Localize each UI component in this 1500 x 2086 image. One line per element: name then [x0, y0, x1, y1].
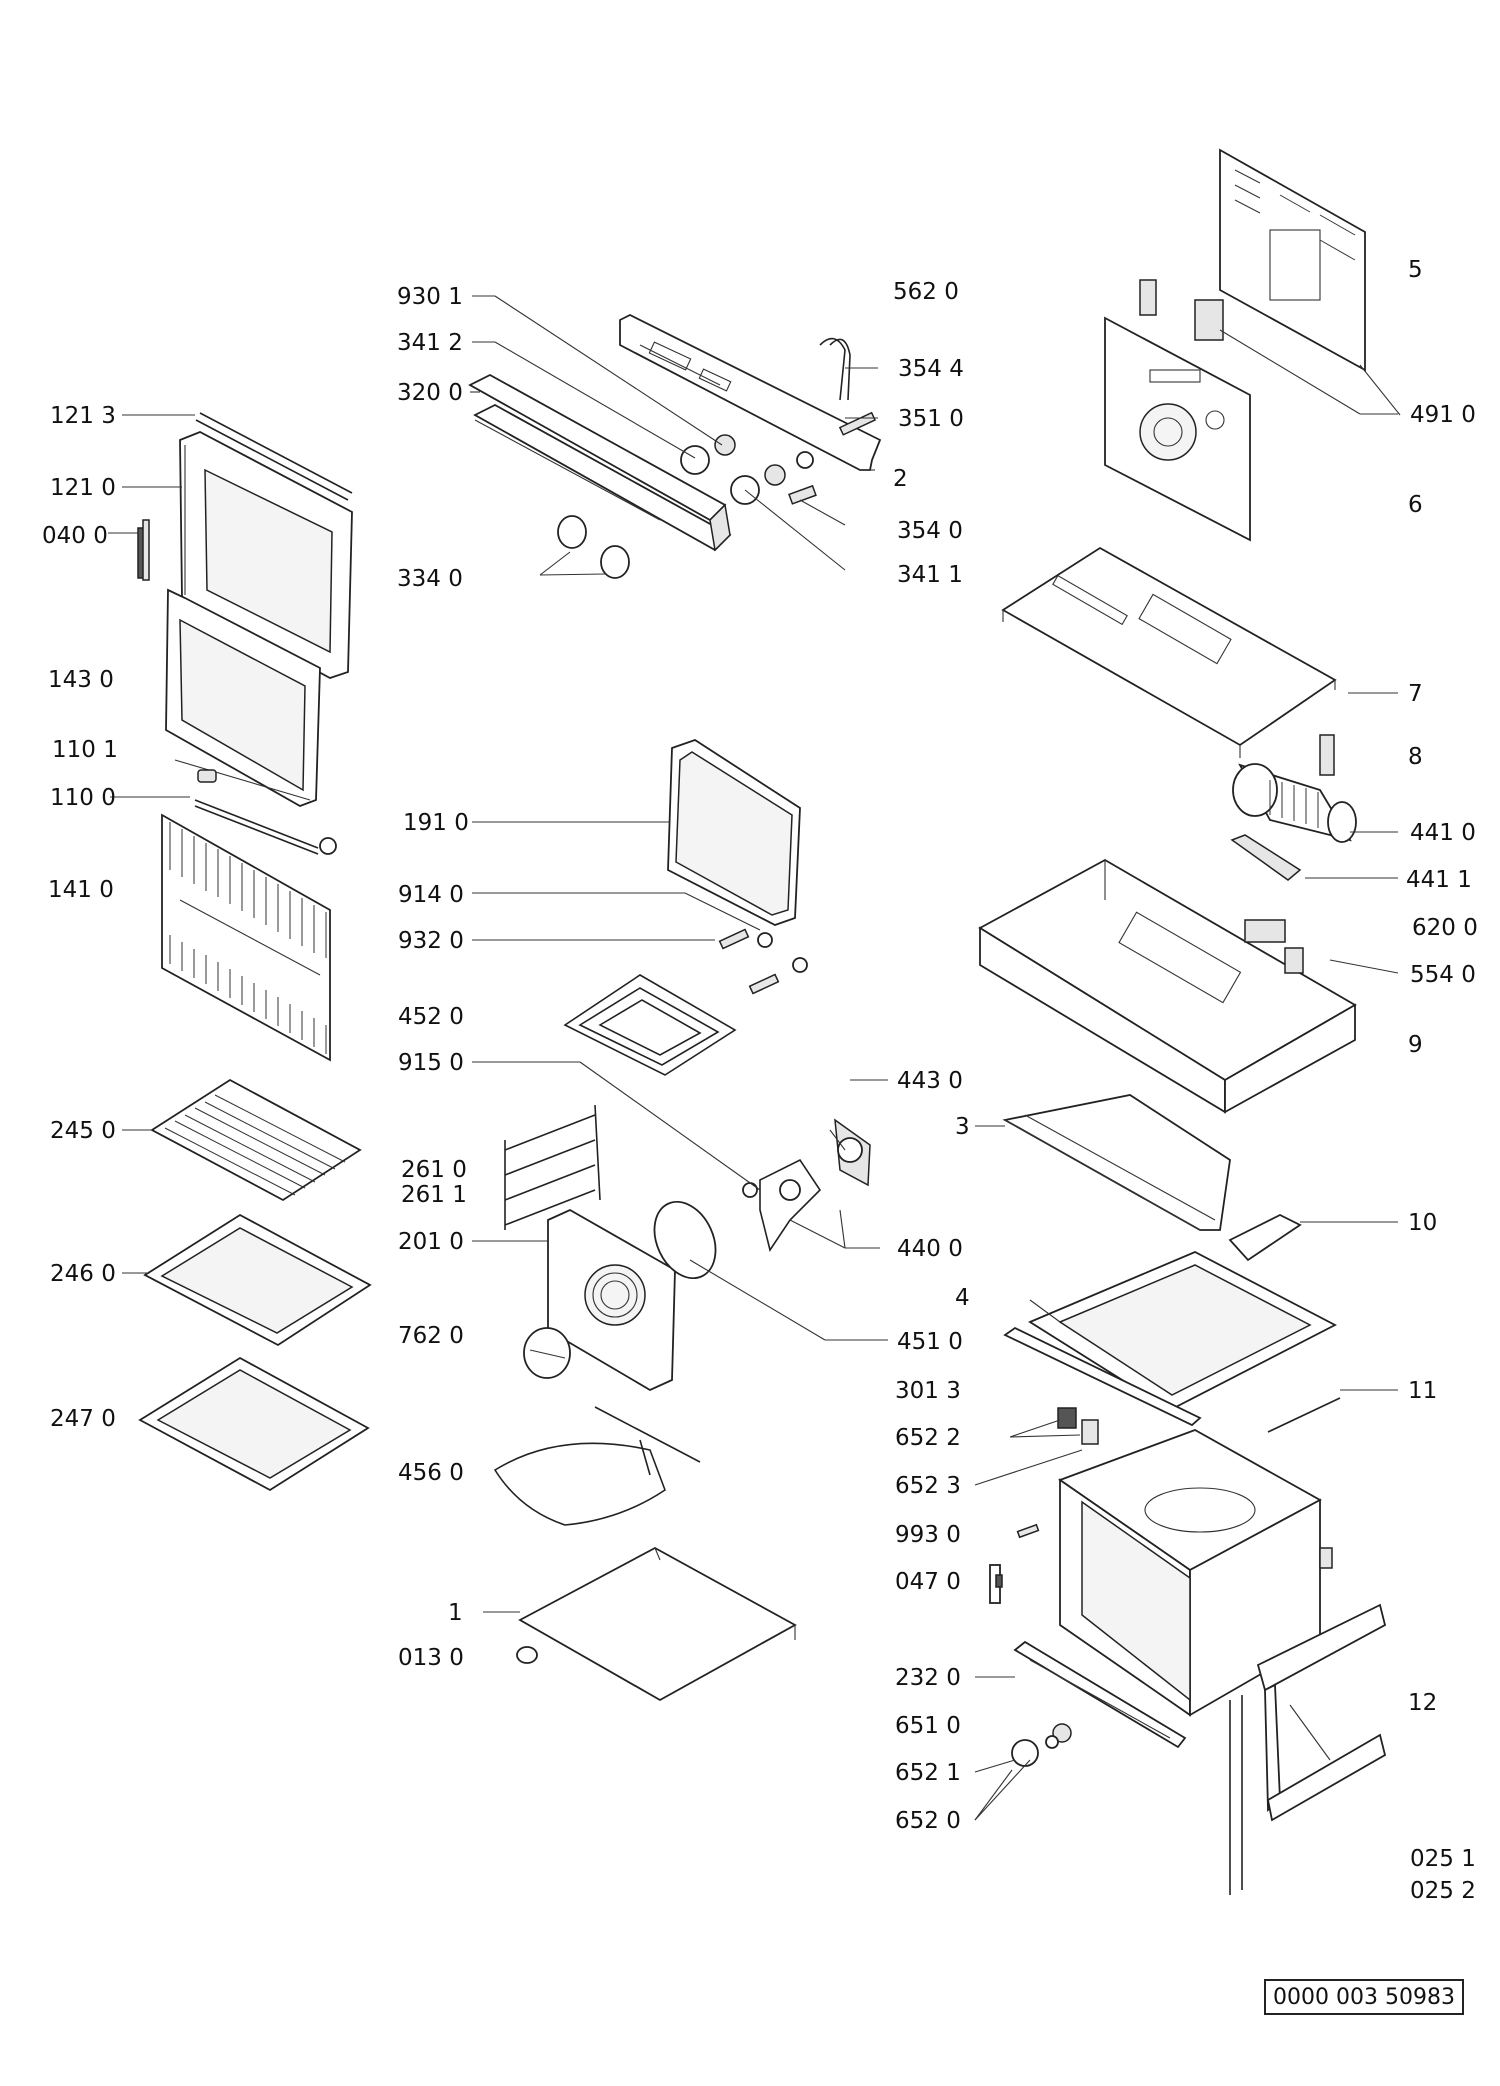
label-6: 6 [1408, 492, 1423, 518]
label-451-0: 451 0 [897, 1329, 963, 1355]
wire-rack-part [150, 1078, 362, 1202]
label-4: 4 [955, 1285, 970, 1311]
label-491-0: 491 0 [1410, 402, 1476, 428]
label-932-0: 932 0 [398, 928, 464, 954]
label-191-0: 191 0 [403, 810, 469, 836]
label-651-0: 651 0 [895, 1713, 961, 1739]
outer-door-glass-part [161, 813, 331, 1062]
label-320-0: 320 0 [397, 380, 463, 406]
small-hardware-part [989, 1523, 1040, 1604]
label-10: 10 [1408, 1210, 1437, 1236]
label-121-3: 121 3 [50, 403, 116, 429]
knob-part [539, 434, 814, 579]
label-013-0: 013 0 [398, 1645, 464, 1671]
label-2: 2 [893, 466, 908, 492]
label-652-0: 652 0 [895, 1808, 961, 1834]
side-rail-part [504, 1104, 601, 1230]
label-261-1: 261 1 [401, 1182, 467, 1208]
label-232-0: 232 0 [895, 1665, 961, 1691]
label-554-0: 554 0 [1410, 962, 1476, 988]
label-121-0: 121 0 [50, 475, 116, 501]
label-334-0: 334 0 [397, 566, 463, 592]
label-341-2: 341 2 [397, 330, 463, 356]
top-cover-part [1001, 546, 1337, 758]
label-652-3: 652 3 [895, 1473, 961, 1499]
back-panel-part [667, 739, 801, 926]
leader-lines [108, 295, 1401, 1821]
label-652-2: 652 2 [895, 1425, 961, 1451]
label-652-1: 652 1 [895, 1760, 961, 1786]
label-025-2: 025 2 [1410, 1878, 1476, 1904]
oven-cavity-part [1058, 1429, 1333, 1717]
rear-panel-part [1104, 316, 1251, 542]
label-247-0: 247 0 [50, 1406, 116, 1432]
label-3: 3 [955, 1114, 970, 1140]
label-452-0: 452 0 [398, 1004, 464, 1030]
fan-cover-part [523, 1208, 676, 1392]
label-261-0: 261 0 [401, 1157, 467, 1183]
label-025-1: 025 1 [1410, 1846, 1476, 1872]
side-frame-part [1229, 1603, 1387, 1895]
label-930-1: 930 1 [397, 284, 463, 310]
label-5: 5 [1408, 257, 1423, 283]
bottom-element-part [493, 1406, 701, 1526]
label-354-0: 354 0 [897, 518, 963, 544]
label-914-0: 914 0 [398, 882, 464, 908]
label-993-0: 993 0 [895, 1522, 961, 1548]
label-110-1: 110 1 [52, 737, 118, 763]
label-245-0: 245 0 [50, 1118, 116, 1144]
hinge-bar-part [194, 769, 337, 855]
document-code: 0000 003 50983 [1264, 1979, 1464, 2015]
cooling-fan-part [1230, 734, 1357, 881]
label-440-0: 440 0 [897, 1236, 963, 1262]
label-12: 12 [1408, 1690, 1437, 1716]
front-bar-part [1013, 1640, 1187, 1749]
label-141-0: 141 0 [48, 877, 114, 903]
label-441-1: 441 1 [1406, 867, 1472, 893]
label-040-0: 040 0 [42, 523, 108, 549]
label-341-1: 341 1 [897, 562, 963, 588]
label-9: 9 [1408, 1032, 1423, 1058]
fan-ring-part [653, 1200, 717, 1280]
lamp-part [1011, 1723, 1072, 1767]
door-frame-part [137, 412, 353, 679]
insulation-plate-part [1028, 1251, 1337, 1412]
label-456-0: 456 0 [398, 1460, 464, 1486]
inner-door-glass-part [165, 588, 321, 807]
baking-tray-part [143, 1213, 372, 1347]
label-8: 8 [1408, 744, 1423, 770]
label-301-3: 301 3 [895, 1378, 961, 1404]
control-panel-part [468, 313, 882, 552]
fan-motor-part [742, 1118, 871, 1252]
label-1: 1 [448, 1600, 463, 1626]
label-354-4: 354 4 [898, 356, 964, 382]
label-047-0: 047 0 [895, 1569, 961, 1595]
label-246-0: 246 0 [50, 1261, 116, 1287]
label-762-0: 762 0 [398, 1323, 464, 1349]
grill-element-part [563, 928, 808, 1076]
label-201-0: 201 0 [398, 1229, 464, 1255]
back-plate-part [1139, 148, 1366, 372]
rail-strip-part [1267, 1397, 1341, 1433]
label-620-0: 620 0 [1412, 915, 1478, 941]
label-143-0: 143 0 [48, 667, 114, 693]
label-562-0: 562 0 [893, 279, 959, 305]
label-11: 11 [1408, 1378, 1437, 1404]
chassis-part [978, 858, 1357, 1114]
air-duct-part [1002, 1094, 1231, 1231]
label-915-0: 915 0 [398, 1050, 464, 1076]
label-441-0: 441 0 [1410, 820, 1476, 846]
trim-strip-part [1003, 1326, 1202, 1427]
label-110-0: 110 0 [50, 785, 116, 811]
label-351-0: 351 0 [898, 406, 964, 432]
label-7: 7 [1408, 681, 1423, 707]
deep-tray-part [138, 1356, 370, 1492]
bottom-plate-part [516, 1546, 797, 1702]
part-labels: 930 1 341 2 320 0 334 0 562 0 354 4 351 … [42, 257, 1478, 1904]
label-443-0: 443 0 [897, 1068, 963, 1094]
door-switch-part [1057, 1407, 1099, 1445]
deflector-part [1228, 1213, 1302, 1262]
